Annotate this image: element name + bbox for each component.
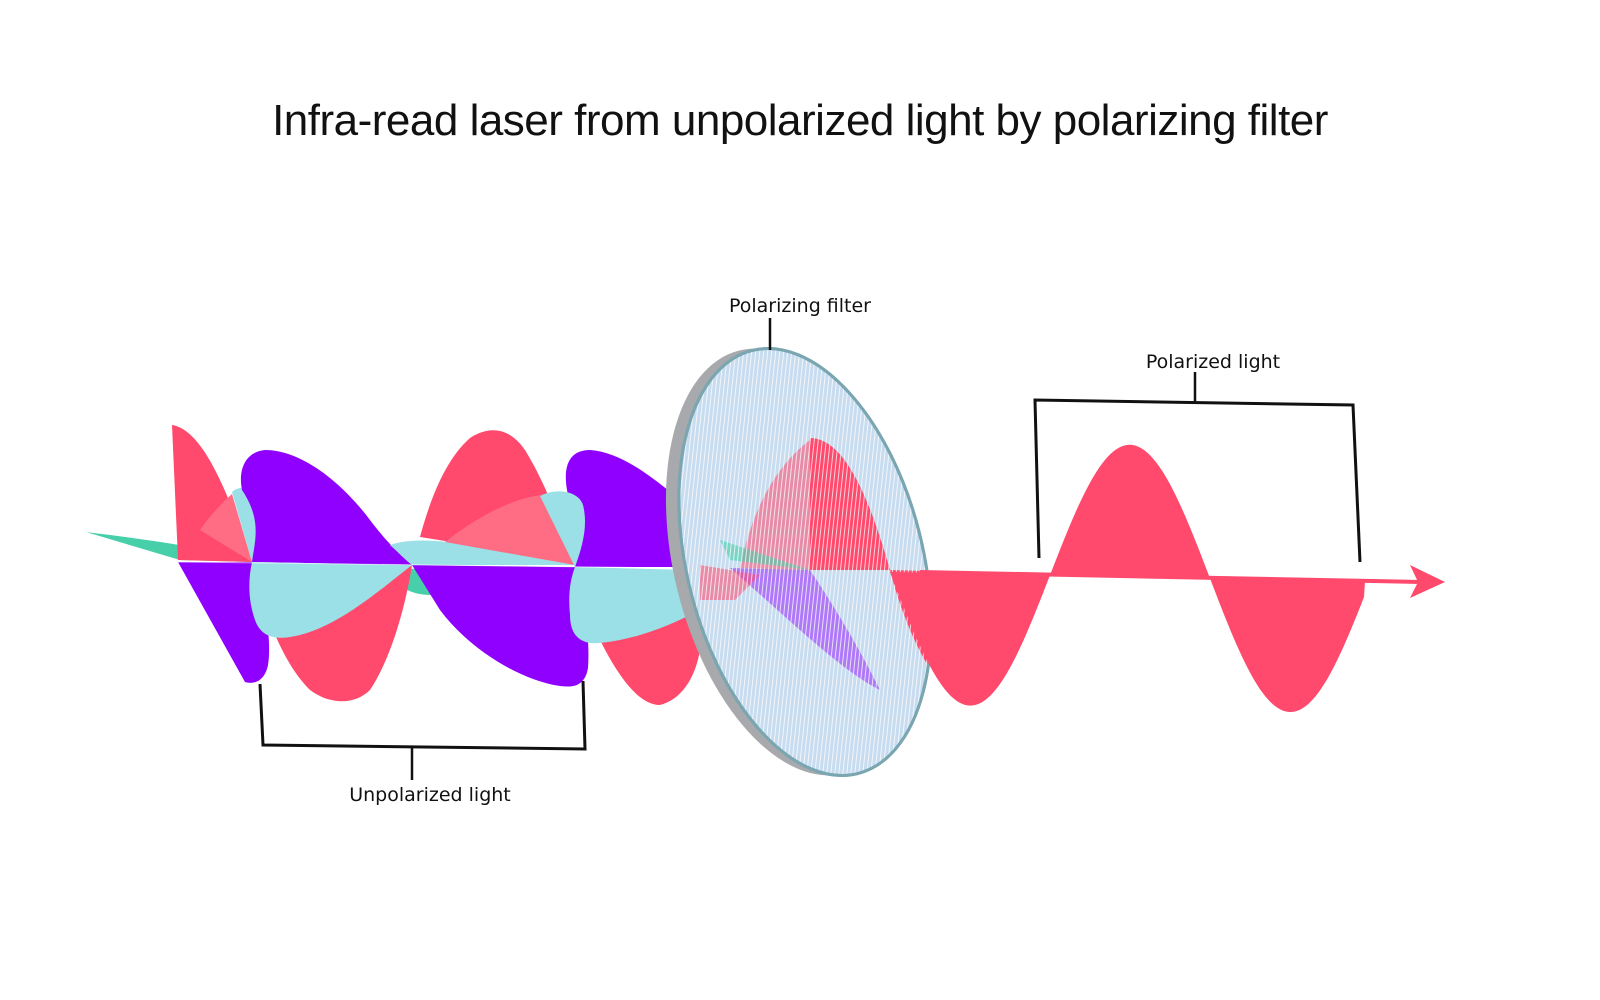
cyan-wave-lobe-2 <box>249 562 412 638</box>
grating-line <box>767 329 819 801</box>
arrow-head-icon <box>1410 565 1445 598</box>
grating-line <box>811 329 863 801</box>
filter-edge <box>677 347 933 777</box>
unpolarized-bracket <box>258 680 587 751</box>
grating-line <box>759 329 811 801</box>
cyan-wave-band <box>390 540 575 565</box>
grating-line <box>931 329 973 801</box>
polarized-wave-group <box>890 444 1445 712</box>
red-wave-lobe-3-light <box>445 495 575 565</box>
filtered-red-left <box>700 565 760 600</box>
unpolarized-axis <box>177 561 681 569</box>
purple-wave-lobe-4 <box>565 450 680 567</box>
grating-line <box>771 329 823 801</box>
purple-wave-lobe-1 <box>178 562 270 683</box>
purple-wave-lobe-2 <box>240 450 412 565</box>
red-wave-lobe-4 <box>600 600 700 705</box>
grating-line <box>795 329 847 801</box>
grating-line <box>799 329 851 801</box>
filter-callout: Polarizing filter <box>729 295 871 350</box>
grating-line <box>783 329 835 801</box>
grating-line <box>927 329 973 801</box>
grating-line <box>791 329 843 801</box>
grating-line <box>751 329 803 801</box>
polarized-label: Polarized light <box>1146 351 1280 373</box>
diagram-title: Infra-read laser from unpolarized light … <box>272 96 1328 145</box>
red-wave-lobe-1-light <box>200 494 252 562</box>
grating-line <box>815 329 867 801</box>
unpolarized-wave-group <box>86 425 700 705</box>
grating-line <box>775 329 827 801</box>
polarizing-filter[interactable] <box>625 322 986 802</box>
purple-wave-lobe-3 <box>412 565 589 687</box>
grating-line <box>787 329 839 801</box>
grating-line <box>755 329 807 801</box>
grating-line <box>923 329 973 801</box>
grating-line <box>935 329 973 801</box>
propagation-axis <box>919 570 1421 584</box>
grating-line <box>807 329 859 801</box>
polarized-callout: Polarized light <box>1033 351 1362 563</box>
polarized-sine-wave <box>890 444 1365 712</box>
unpolarized-label: Unpolarized light <box>349 784 511 806</box>
grating-line <box>803 329 855 801</box>
polarized-bracket <box>1033 398 1362 563</box>
filter-label: Polarizing filter <box>729 295 871 317</box>
unpolarized-callout: Unpolarized light <box>258 680 587 806</box>
grating-line <box>779 329 831 801</box>
grating-line <box>747 329 799 801</box>
red-wave-lobe-2 <box>275 565 412 702</box>
cyan-wave-lobe-4 <box>569 567 690 644</box>
grating-line <box>763 329 815 801</box>
filtered-red-upper-solid <box>810 438 890 570</box>
cyan-wave-lobe-3 <box>540 491 586 567</box>
